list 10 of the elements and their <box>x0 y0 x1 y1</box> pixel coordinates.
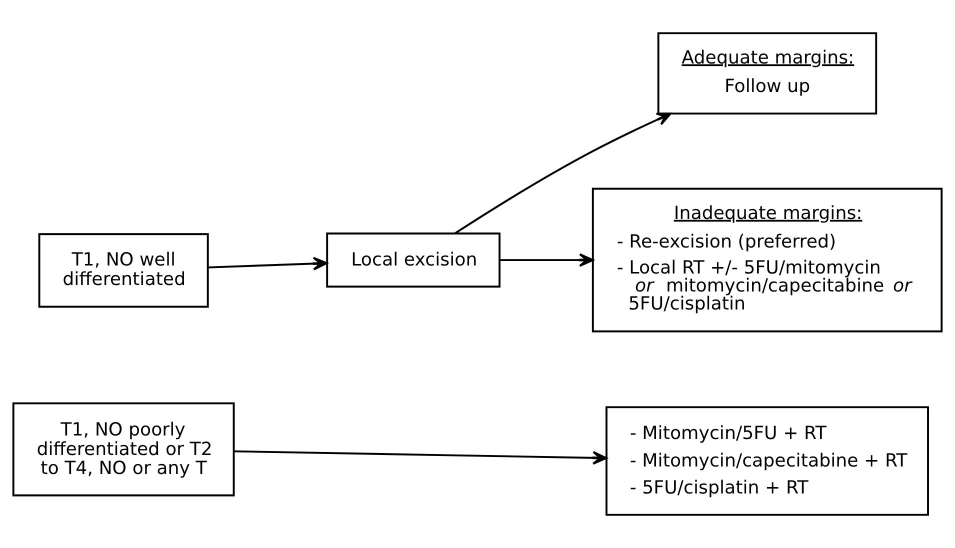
node-box: - Mitomycin/5FU + RT - Mitomycin/capecitabine + RT - 5FU/cisplatin + RT <box>606 406 929 516</box>
arrow <box>500 253 594 267</box>
node-box: T1, NO well differentiated <box>38 233 209 308</box>
node-box: Adequate margins: Follow up <box>657 32 878 115</box>
node-box: T1, NO poorly differentiated or T2 to T4, NO or any T <box>12 402 235 496</box>
arrow <box>454 112 672 234</box>
node-box: Inadequate margins: - Re-excision (preferred) - Local RT +/- 5FU/mitomycin or mitomycin/capecitabine or 5FU/cisplatin <box>592 188 943 332</box>
arrow <box>234 450 608 465</box>
arrow <box>208 256 328 270</box>
node-box: Local excision <box>326 232 501 288</box>
